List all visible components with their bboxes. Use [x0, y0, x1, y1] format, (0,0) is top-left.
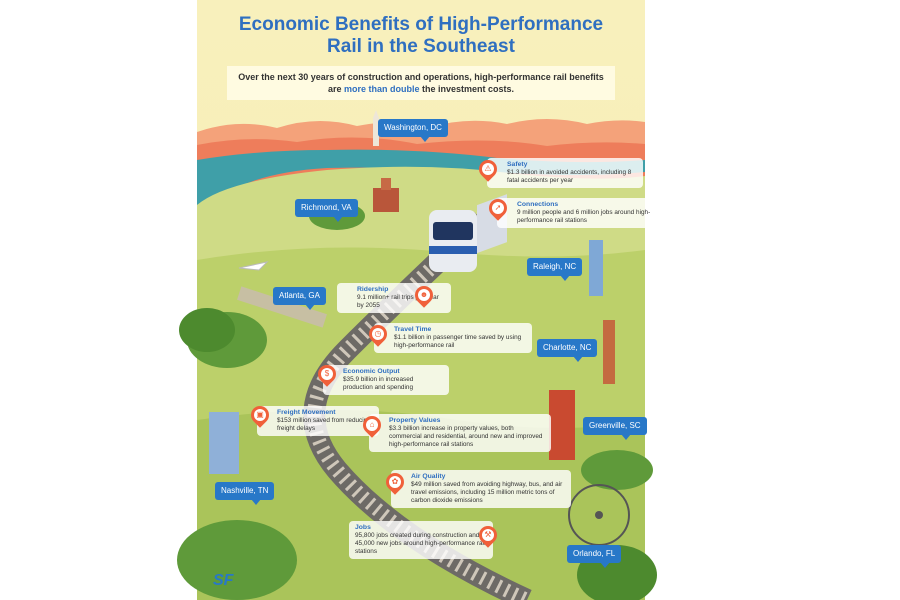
subtitle-part-2: the investment costs.	[419, 84, 515, 94]
benefit-text: $1.3 billion in avoided accidents, inclu…	[507, 169, 632, 184]
benefit-property: Property Values $3.3 billion increase in…	[369, 414, 551, 452]
benefit-title: Jobs	[355, 524, 371, 531]
city-label-richmond: Richmond, VA	[295, 199, 358, 222]
city-label-atlanta: Atlanta, GA	[273, 287, 326, 310]
benefit-title: Property Values	[389, 417, 441, 424]
benefit-title: Ridership	[357, 286, 389, 293]
benefit-text: 95,800 jobs created during construction …	[355, 532, 486, 555]
title-line-1: Economic Benefits of High-Performance	[238, 14, 604, 35]
city-label-raleigh: Raleigh, NC	[527, 258, 583, 281]
benefit-text: $49 million saved from avoiding highway,…	[411, 481, 563, 504]
benefit-safety: Safety $1.3 billion in avoided accidents…	[487, 158, 643, 188]
benefit-text: 9 million people and 6 million jobs arou…	[517, 209, 651, 224]
city-label-charlotte: Charlotte, NC	[537, 339, 598, 362]
benefit-jobs: Jobs 95,800 jobs created during construc…	[349, 521, 493, 559]
subtitle-highlight: more than double	[343, 84, 420, 94]
benefit-title: Connections	[517, 201, 559, 208]
benefit-text: $35.9 billion in increased production an…	[343, 376, 414, 391]
benefit-title: Safety	[507, 161, 528, 168]
benefit-economic-output: Economic Output $35.9 billion in increas…	[323, 365, 449, 395]
benefit-connections: Connections 9 million people and 6 milli…	[497, 198, 657, 228]
subtitle-part-1: Over the next 30 years of construction a…	[238, 72, 604, 94]
benefit-text: $153 million saved from reducing freight…	[277, 417, 371, 432]
benefit-travel-time: Travel Time $1.1 billion in passenger ti…	[374, 323, 532, 353]
benefit-text: $3.3 billion increase in property values…	[389, 425, 543, 448]
city-label-washington: Washington, DC	[378, 119, 448, 142]
subtitle: Over the next 30 years of construction a…	[237, 71, 605, 95]
city-label-nashville: Nashville, TN	[215, 482, 275, 505]
logo: SF	[213, 572, 234, 589]
infographic-poster: Economic Benefits of High-Performance Ra…	[177, 0, 657, 600]
benefit-text: 9.1 million+ rail trips per year by 2055	[357, 294, 439, 309]
benefit-title: Air Quality	[411, 473, 446, 480]
subtitle-band	[227, 66, 615, 100]
benefit-title: Travel Time	[394, 326, 432, 333]
city-label-orlando: Orlando, FL	[567, 545, 622, 568]
benefit-air-quality: Air Quality $49 million saved from avoid…	[391, 470, 571, 508]
benefit-title: Economic Output	[343, 368, 400, 375]
benefit-title: Freight Movement	[277, 409, 336, 416]
city-label-greenville: Greenville, SC	[583, 417, 647, 440]
benefit-freight: Freight Movement $153 million saved from…	[257, 406, 379, 436]
title-line-2: Rail in the Southeast	[327, 36, 515, 57]
benefit-text: $1.1 billion in passenger time saved by …	[394, 334, 522, 349]
benefit-ridership: Ridership 9.1 million+ rail trips per ye…	[337, 283, 451, 313]
